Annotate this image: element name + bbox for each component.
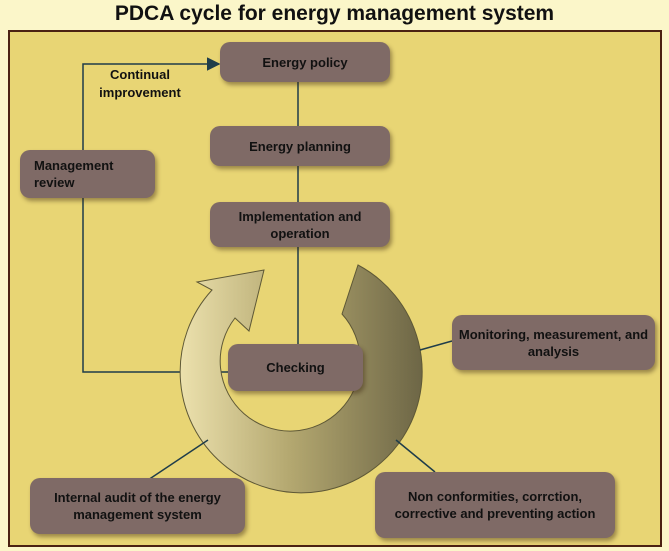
checking-box: Checking [228,344,363,391]
page-title: PDCA cycle for energy management system [114,2,555,25]
nonconformities-label: Non conformities, corrction, corrective … [394,489,596,521]
implementation-box: Implementation and operation [210,202,390,247]
nonconformities-box: Non conformities, corrction, corrective … [375,472,615,538]
internal-audit-label: Internal audit of the energy management … [54,490,221,522]
energy-planning-box: Energy planning [210,126,390,166]
implementation-label: Implementation and operation [238,208,362,241]
energy-planning-label: Energy planning [249,138,351,154]
energy-policy-box: Energy policy [220,42,390,82]
internal-audit-box: Internal audit of the energy management … [30,478,245,534]
cycle-arrow [179,264,423,494]
monitoring-label: Monitoring, measurement, and analysis [458,326,649,359]
monitoring-connector [419,340,453,351]
nonconformity-connector [395,439,436,473]
energy-policy-label: Energy policy [262,54,348,70]
management-review-box: Management review [20,150,155,198]
monitoring-box: Monitoring, measurement, and analysis [452,315,655,370]
checking-label: Checking [266,360,325,375]
continual-improvement-label: Continual improvement [99,67,181,100]
audit-connector [147,439,209,481]
management-review-label: Management review [34,158,114,190]
